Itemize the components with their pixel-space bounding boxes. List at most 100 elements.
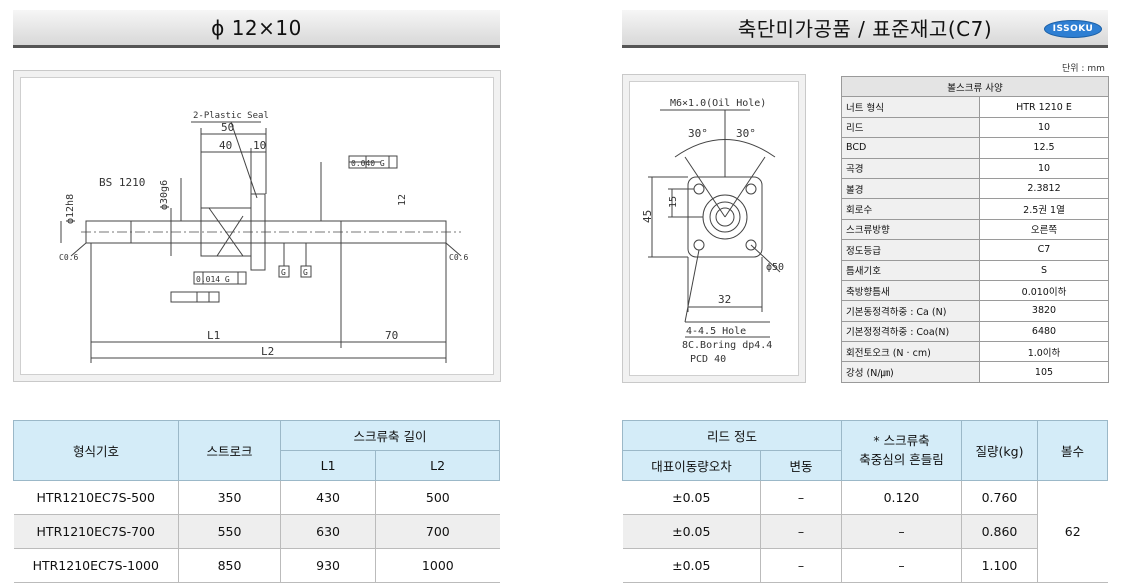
label-flatness: 0.040 G	[351, 159, 385, 168]
spec-key: 볼경	[841, 177, 980, 200]
col-l1: L1	[279, 450, 377, 481]
col-model: 형식기호	[13, 420, 179, 481]
cell-stroke: 550	[178, 514, 281, 549]
label-phi30: ϕ30g6	[159, 180, 170, 210]
spec-value: 1.0이하	[979, 341, 1109, 363]
shaft-drawing-svg: 2-Plastic Seal 50 40 10 BS 1210 ϕ30g6 ϕ1…	[59, 111, 468, 363]
flange-drawing-svg: M6×1.0(Oil Hole) 30° 30° 15 45 ϕ50 32 4-…	[641, 98, 784, 365]
label-dim-40: 40	[219, 139, 232, 152]
label-boring: 8C.Boring dp4.4	[682, 340, 772, 351]
spec-value: 3820	[979, 300, 1109, 322]
label-g1: G	[281, 268, 286, 277]
label-g2: G	[303, 268, 308, 277]
cell-runout: –	[841, 548, 962, 583]
col-stroke: 스트로크	[178, 420, 281, 481]
label-dim-32: 32	[718, 293, 731, 306]
label-c1: C0.6	[59, 253, 78, 262]
cell-l2: 700	[375, 514, 500, 549]
unit-note: 단위 : mm	[1062, 64, 1105, 74]
nut-flange-drawing-panel: M6×1.0(Oil Hole) 30° 30° 15 45 ϕ50 32 4-…	[622, 74, 806, 383]
label-dim-70: 70	[385, 329, 398, 342]
cell-stroke: 850	[178, 548, 281, 583]
col-l2: L2	[375, 450, 500, 481]
spec-value: 12.5	[979, 137, 1109, 159]
cell-l1: 630	[279, 514, 376, 549]
label-angle-right: 30°	[736, 127, 756, 140]
spec-key: 기본동정격하중 : Ca (N)	[841, 300, 980, 322]
cell-mass: 0.760	[961, 480, 1038, 515]
label-c2: C0.6	[449, 253, 468, 262]
label-dim-45: 45	[641, 210, 654, 223]
nut-flange-drawing: M6×1.0(Oil Hole) 30° 30° 15 45 ϕ50 32 4-…	[629, 81, 799, 376]
label-phi50: ϕ50	[766, 262, 784, 273]
label-bs: BS 1210	[99, 176, 145, 189]
spec-key: 회로수	[841, 198, 980, 220]
right-header-title: 축단미가공품 / 표준재고(C7)	[737, 17, 993, 41]
col-mass: 질량(kg)	[961, 420, 1038, 481]
spec-key: 기본정정격하중 : Coa(N)	[841, 320, 980, 343]
spec-value: 2.3812	[979, 177, 1109, 200]
spec-key: 너트 형식	[841, 96, 980, 118]
spec-key: 틈새기호	[841, 259, 980, 281]
cell-var: –	[760, 480, 842, 515]
table-row: ±0.05––0.860	[622, 514, 1108, 549]
cell-mass: 1.100	[961, 548, 1038, 583]
spec-key: 강성 (N/㎛)	[841, 361, 980, 383]
label-dim-15: 15	[668, 196, 679, 208]
cell-runout: 0.120	[841, 480, 962, 515]
spec-key: BCD	[841, 137, 980, 159]
cell-l1: 430	[279, 480, 376, 515]
label-pcd: PCD 40	[690, 354, 726, 365]
col-variation: 변동	[760, 450, 842, 481]
spec-key: 리드	[841, 116, 980, 139]
cell-var: –	[760, 514, 842, 549]
col-balls: 볼수	[1037, 420, 1108, 481]
spec-value: HTR 1210 E	[979, 96, 1109, 118]
spec-value: 0.010이하	[979, 279, 1109, 302]
spec-value: 105	[979, 361, 1109, 383]
spec-row: 회전토오크 (N · cm)1.0이하	[841, 341, 1109, 363]
cell-model: HTR1210EC7S-500	[13, 480, 179, 515]
cell-var: –	[760, 548, 842, 583]
col-runout: * 스크류축 축중심의 흔들림	[841, 420, 962, 481]
cell-err: ±0.05	[622, 548, 761, 583]
spec-value: 오른쪽	[979, 218, 1109, 241]
cell-l2: 500	[375, 480, 500, 515]
label-l2: L2	[261, 345, 274, 358]
spec-key: 회전토오크 (N · cm)	[841, 341, 980, 363]
lead-accuracy-table: 리드 정도 * 스크류축 축중심의 흔들림 질량(kg) 볼수 대표이동량오차 …	[622, 420, 1108, 583]
label-twelve: 12	[397, 194, 408, 206]
label-oil-hole: M6×1.0(Oil Hole)	[670, 98, 766, 109]
spec-value: S	[979, 259, 1109, 281]
col-shaft-length: 스크류축 길이	[280, 420, 500, 451]
screw-shaft-drawing-panel: 2-Plastic Seal 50 40 10 BS 1210 ϕ30g6 ϕ1…	[13, 70, 501, 382]
cell-model: HTR1210EC7S-700	[13, 514, 179, 549]
spec-value: C7	[979, 239, 1109, 261]
spec-row: 강성 (N/㎛)105	[841, 361, 1109, 383]
cell-err: ±0.05	[622, 514, 761, 549]
left-header-title: ϕ 12×10	[211, 15, 302, 40]
cell-err: ±0.05	[622, 480, 761, 515]
spec-key: 곡경	[841, 157, 980, 179]
label-hole: 4-4.5 Hole	[686, 326, 746, 337]
cell-model: HTR1210EC7S-1000	[13, 548, 179, 583]
cell-balls: 62	[1037, 480, 1108, 583]
right-section-header: 축단미가공품 / 표준재고(C7) ISSOKU	[622, 10, 1108, 48]
spec-row: 기본정정격하중 : Coa(N)6480	[841, 320, 1109, 343]
cell-mass: 0.860	[961, 514, 1038, 549]
label-dim-10: 10	[253, 139, 266, 152]
screw-shaft-drawing: 2-Plastic Seal 50 40 10 BS 1210 ϕ30g6 ϕ1…	[20, 77, 494, 375]
spec-key: 정도등급	[841, 239, 980, 261]
